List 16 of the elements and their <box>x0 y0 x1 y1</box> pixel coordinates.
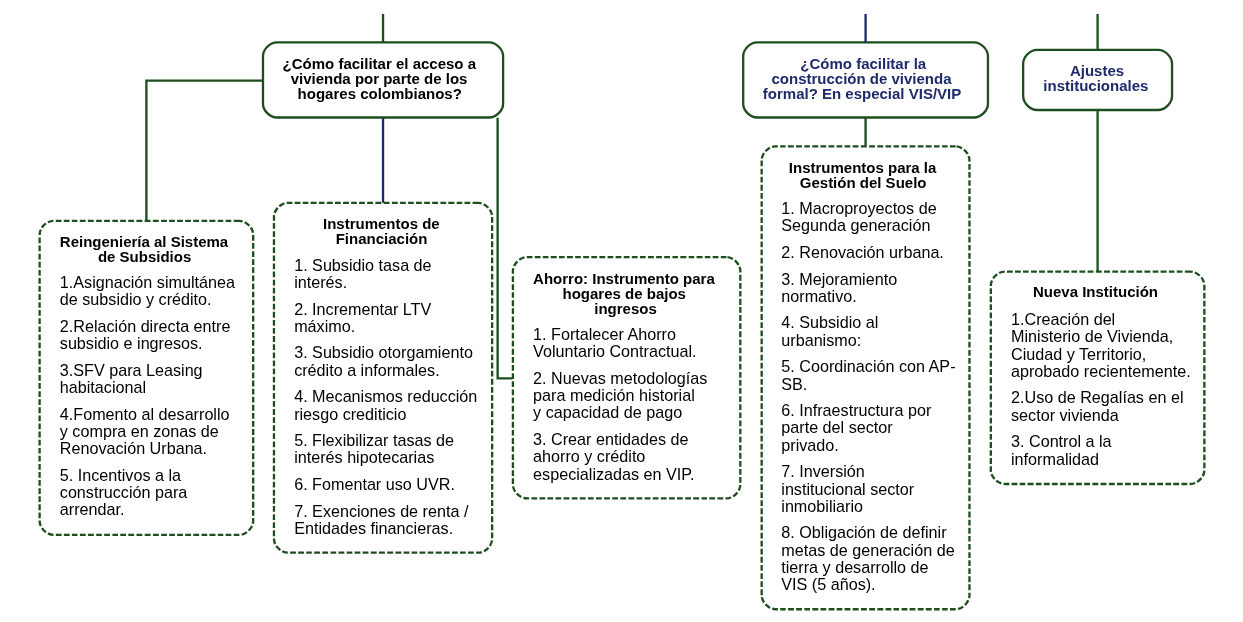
node-box: ¿Cómo facilitar la construcción de vivienda formal? En especial VIS/VIP <box>741 41 989 119</box>
node-box: Instrumentos para la Gestión del Suelo 1. Macroproyectos de Segunda generación 2. Renovación urbana. 3. Mejoramiento normativo. 4. Subsidio al urbanismo: 5. Coordinación con AP-SB. 6. Infraestructura por parte del sector privado. 7. Inversión institucional sector inmobiliario 8. Obligación de definir metas de generación de tierra y desarrollo de VIS (5 años). <box>760 145 971 611</box>
node-box: Instrumentos de Financiación 1. Subsidio tasa de interés. 2. Incrementar LTV máximo. 3. Subsidio otorgamiento crédito a informales. 4. Mecanismos reducción riesgo crediticio 5. Flexibilizar tasas de interés hipotecarias 6. Fomentar uso UVR. 7. Exenciones de renta / Entidades financieras. <box>272 201 493 554</box>
node-box: Ahorro: Instrumento para hogares de bajos ingresos 1. Fortalecer Ahorro Voluntario Contractual. 2. Nuevas metodologías para medición historial y capacidad de pago 3. Crear entidades de ahorro y crédito especializadas en VIP. <box>511 256 741 500</box>
node-box: Ajustes institucionales <box>1021 48 1173 112</box>
connector <box>1095 110 1099 272</box>
connector <box>863 13 867 43</box>
node-box: Nueva Institución 1.Creación del Ministerio de Vivienda, Ciudad y Territorio, aprobado recientemente. 2.Uso de Regalías en el sector vivienda 3. Control a la informalidad <box>989 270 1206 486</box>
connector <box>495 117 512 380</box>
connector <box>381 13 384 43</box>
connector <box>381 117 384 203</box>
node-box: ¿Cómo facilitar el acceso a vivienda por parte de los hogares colombianos? <box>261 41 504 119</box>
connector <box>1095 13 1099 50</box>
node-box: Reingeniería al Sistema de Subsidios 1.Asignación simultánea de subsidio y crédito. 2.Relación directa entre subsidio e ingresos. 3.SFV para Leasing habitacional 4.Fomento al desarrollo y compra en zonas de Renovación Urbana. 5. Incentivos a la construcción para arrendar. <box>37 219 254 536</box>
connector <box>863 117 867 147</box>
connector <box>144 79 263 221</box>
